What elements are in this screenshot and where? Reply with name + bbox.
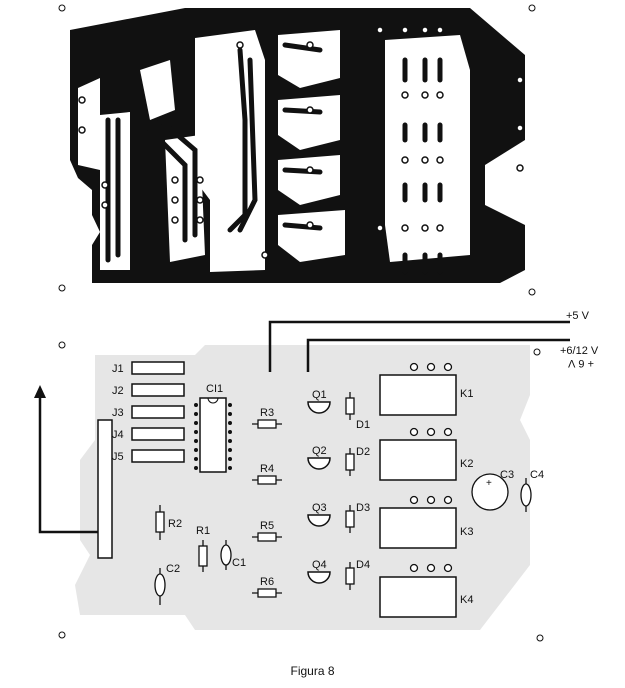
- supply-leads: [268, 320, 570, 372]
- label-r4: R4: [260, 463, 274, 475]
- label-r2: R2: [168, 518, 182, 530]
- copper-traces: [105, 42, 443, 275]
- label-j5: J5: [112, 451, 124, 463]
- label-supply-6-12v-mirrored: + 6 V: [567, 357, 594, 369]
- copper-pads: [78, 26, 524, 259]
- figure-caption: Figura 8: [290, 664, 335, 678]
- label-j4: J4: [112, 429, 124, 441]
- label-c2: C2: [166, 563, 180, 575]
- label-j1: J1: [112, 363, 124, 375]
- label-d3: D3: [356, 502, 370, 514]
- label-r5: R5: [260, 520, 274, 532]
- label-d4: D4: [356, 559, 370, 571]
- label-d2: D2: [356, 446, 370, 458]
- label-r1: R1: [196, 525, 210, 537]
- relays: [379, 362, 457, 618]
- arrow-head-icon: [34, 385, 46, 398]
- resistor-row: [252, 419, 282, 598]
- label-k3: K3: [460, 526, 473, 538]
- capacitors: [154, 473, 532, 605]
- component-layout: +5 V +6/12 V + 6 V J1 J2 J3 J4 J5: [34, 310, 599, 642]
- connector-strip: [97, 419, 113, 559]
- transistors: [307, 401, 331, 584]
- ic-chip: [194, 397, 232, 473]
- label-c4: C4: [530, 469, 544, 481]
- label-d1: D1: [356, 419, 370, 431]
- label-ic: CI1: [206, 383, 223, 395]
- board-outline: [75, 345, 530, 630]
- label-c3: C3: [500, 469, 514, 481]
- label-k4: K4: [460, 594, 473, 606]
- label-j2: J2: [112, 385, 124, 397]
- label-j3: J3: [112, 407, 124, 419]
- label-c1: C1: [232, 557, 246, 569]
- mounting-holes-top: [58, 4, 536, 296]
- input-arrow: [38, 395, 100, 534]
- label-q3: Q3: [312, 502, 327, 514]
- label-k1: K1: [460, 388, 473, 400]
- label-q2: Q2: [312, 445, 327, 457]
- resistor-vertical: [155, 505, 208, 572]
- label-supply-5v: +5 V: [566, 310, 590, 322]
- label-r3: R3: [260, 407, 274, 419]
- label-q1: Q1: [312, 389, 327, 401]
- label-q4: Q4: [312, 559, 327, 571]
- label-supply-6-12v: +6/12 V: [560, 345, 599, 357]
- mounting-holes-bottom: [58, 341, 544, 642]
- jumper-group: [131, 361, 185, 463]
- diodes: [345, 392, 355, 590]
- capacitor-plus-icon: +: [486, 478, 492, 489]
- label-r6: R6: [260, 576, 274, 588]
- label-k2: K2: [460, 458, 473, 470]
- copper-layout: [58, 4, 536, 296]
